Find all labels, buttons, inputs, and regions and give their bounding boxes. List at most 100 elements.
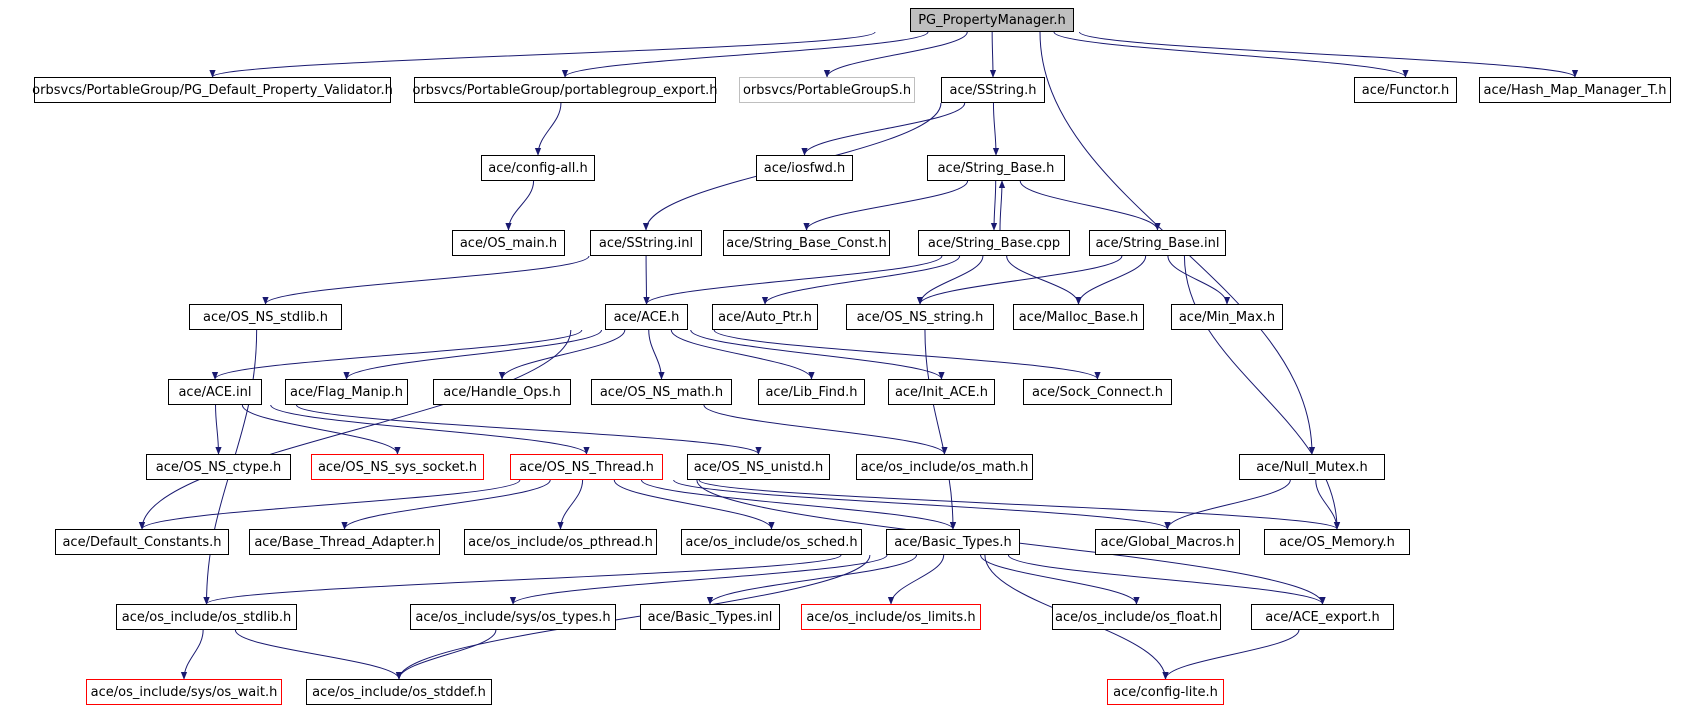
node-ace-string-base-inl[interactable]: ace/String_Base.inl	[1089, 230, 1226, 256]
node-ace-os-main-h[interactable]: ace/OS_main.h	[452, 230, 565, 256]
edge-ace-string-base-inl-to-ace-os-memory-h	[1183, 255, 1341, 530]
node-ace-os-memory-h[interactable]: ace/OS_Memory.h	[1264, 529, 1410, 555]
edge-pg-propertymanager-h-to-orbsvcs-portablegroup-pg-default-property-validator-h	[209, 31, 876, 78]
edge-ace-string-base-h-to-ace-string-base-inl	[1019, 180, 1161, 231]
edge-ace-string-base-inl-to-ace-os-ns-string-h	[916, 255, 1123, 305]
node-ace-os-include-os-sched-h[interactable]: ace/os_include/os_sched.h	[681, 529, 862, 555]
edge-ace-ace-h-to-ace-ace-inl	[211, 329, 583, 380]
node-ace-flag-manip-h[interactable]: ace/Flag_Manip.h	[285, 379, 408, 405]
node-ace-os-include-os-float-h[interactable]: ace/os_include/os_float.h	[1052, 604, 1221, 630]
node-ace-os-include-sys-os-types-h[interactable]: ace/os_include/sys/os_types.h	[410, 604, 616, 630]
edge-ace-basic-types-h-to-ace-os-include-os-limits-h	[887, 554, 945, 605]
node-ace-min-max-h[interactable]: ace/Min_Max.h	[1171, 304, 1283, 330]
node-pg-propertymanager-h[interactable]: PG_PropertyManager.h	[910, 8, 1074, 32]
edge-ace-basic-types-h-to-ace-os-include-os-float-h	[980, 554, 1140, 605]
edge-ace-config-all-h-to-ace-os-main-h	[505, 180, 535, 231]
edge-ace-string-base-inl-to-ace-min-max-h	[1167, 255, 1231, 305]
node-ace-os-include-sys-os-wait-h[interactable]: ace/os_include/sys/os_wait.h	[86, 679, 282, 705]
node-ace-sock-connect-h[interactable]: ace/Sock_Connect.h	[1023, 379, 1172, 405]
edge-ace-os-ns-thread-h-to-ace-os-memory-h	[698, 479, 1340, 530]
edge-ace-sstring-inl-to-ace-os-ns-stdlib-h	[262, 255, 590, 305]
edge-ace-ace-h-to-ace-flag-manip-h	[343, 329, 602, 380]
edge-pg-propertymanager-h-to-ace-hash-map-manager-t-h	[1078, 31, 1579, 78]
node-ace-lib-find-h[interactable]: ace/Lib_Find.h	[758, 379, 865, 405]
node-ace-os-include-os-stddef-h[interactable]: ace/os_include/os_stddef.h	[306, 679, 492, 705]
node-ace-string-base-cpp[interactable]: ace/String_Base.cpp	[918, 230, 1070, 256]
edge-ace-ace-h-to-ace-handle-ops-h	[498, 329, 626, 380]
node-ace-sstring-inl[interactable]: ace/SString.inl	[590, 230, 702, 256]
node-orbsvcs-portablegroup-pg-default-property-validator-h[interactable]: orbsvcs/PortableGroup/PG_Default_Propert…	[32, 77, 393, 103]
edge-ace-null-mutex-h-to-ace-global-macros-h	[1164, 479, 1291, 530]
edge-ace-os-include-sys-os-types-h-to-ace-os-include-os-stddef-h	[395, 629, 497, 680]
node-ace-base-thread-adapter-h[interactable]: ace/Base_Thread_Adapter.h	[249, 529, 440, 555]
edge-ace-sstring-h-to-ace-string-base-h	[992, 102, 1000, 156]
edge-ace-ace-h-to-ace-os-ns-math-h	[648, 329, 665, 380]
node-ace-config-all-h[interactable]: ace/config-all.h	[481, 155, 595, 181]
edge-ace-sstring-h-to-ace-iosfwd-h	[801, 102, 966, 156]
node-ace-null-mutex-h[interactable]: ace/Null_Mutex.h	[1239, 454, 1385, 480]
node-ace-default-constants-h[interactable]: ace/Default_Constants.h	[55, 529, 229, 555]
edge-ace-basic-types-h-to-ace-os-include-os-stdlib-h	[203, 554, 842, 605]
edge-ace-os-include-os-stdlib-h-to-ace-os-include-sys-os-wait-h	[180, 629, 204, 680]
node-ace-config-lite-h[interactable]: ace/config-lite.h	[1107, 679, 1224, 705]
node-ace-ace-export-h[interactable]: ace/ACE_export.h	[1251, 604, 1394, 630]
edge-ace-string-base-h-to-ace-string-base-const-h	[803, 180, 969, 231]
node-ace-os-include-os-limits-h[interactable]: ace/os_include/os_limits.h	[801, 604, 981, 630]
edge-ace-string-base-cpp-to-ace-string-base-h	[998, 180, 1006, 231]
edge-ace-basic-types-h-to-ace-basic-types-inl	[706, 554, 918, 605]
node-ace-os-ns-sys-socket-h[interactable]: ace/OS_NS_sys_socket.h	[311, 454, 484, 480]
edge-pg-propertymanager-h-to-orbsvcs-portablegroups-h	[823, 31, 968, 78]
node-ace-iosfwd-h[interactable]: ace/iosfwd.h	[756, 155, 853, 181]
node-ace-ace-inl[interactable]: ace/ACE.inl	[168, 379, 262, 405]
node-orbsvcs-portablegroup-portablegroup-export-h[interactable]: orbsvcs/PortableGroup/portablegroup_expo…	[412, 77, 718, 103]
edge-ace-string-base-h-to-ace-string-base-cpp	[990, 180, 998, 231]
edge-ace-os-include-os-stdlib-h-to-ace-os-include-os-stddef-h	[234, 629, 403, 680]
edge-ace-ace-h-to-ace-default-constants-h	[138, 329, 572, 530]
node-ace-global-macros-h[interactable]: ace/Global_Macros.h	[1095, 529, 1240, 555]
edge-pg-propertymanager-h-to-ace-functor-h	[1053, 31, 1409, 78]
node-ace-hash-map-manager-t-h[interactable]: ace/Hash_Map_Manager_T.h	[1479, 77, 1671, 103]
edge-ace-os-ns-math-h-to-ace-os-include-os-math-h	[703, 404, 948, 455]
node-ace-os-ns-math-h[interactable]: ace/OS_NS_math.h	[591, 379, 732, 405]
edge-ace-ace-export-h-to-ace-config-lite-h	[1162, 629, 1300, 680]
edge-ace-ace-h-to-ace-lib-find-h	[670, 329, 815, 380]
node-ace-auto-ptr-h[interactable]: ace/Auto_Ptr.h	[712, 304, 818, 330]
edge-ace-basic-types-h-to-ace-os-include-os-stddef-h	[395, 554, 871, 680]
edge-ace-os-ns-thread-h-to-ace-base-thread-adapter-h	[341, 479, 551, 530]
node-ace-string-base-h[interactable]: ace/String_Base.h	[927, 155, 1065, 181]
node-ace-basic-types-h[interactable]: ace/Basic_Types.h	[886, 529, 1020, 555]
edge-ace-os-ns-thread-h-to-ace-default-constants-h	[138, 479, 521, 530]
edge-orbsvcs-portablegroup-portablegroup-export-h-to-ace-config-all-h	[534, 102, 562, 156]
edge-ace-ace-inl-to-ace-os-ns-sys-socket-h	[241, 404, 401, 455]
node-ace-os-ns-thread-h[interactable]: ace/OS_NS_Thread.h	[510, 454, 663, 480]
edge-ace-string-base-cpp-to-ace-ace-h	[643, 255, 943, 305]
node-ace-string-base-const-h[interactable]: ace/String_Base_Const.h	[723, 230, 890, 256]
node-ace-ace-h[interactable]: ace/ACE.h	[605, 304, 688, 330]
edge-ace-null-mutex-h-to-ace-os-memory-h	[1315, 479, 1341, 530]
edge-pg-propertymanager-h-to-ace-sstring-h	[989, 31, 997, 78]
node-ace-os-ns-stdlib-h[interactable]: ace/OS_NS_stdlib.h	[189, 304, 342, 330]
node-ace-handle-ops-h[interactable]: ace/Handle_Ops.h	[433, 379, 571, 405]
edge-ace-ace-h-to-ace-sock-connect-h	[713, 329, 1101, 380]
node-ace-os-include-os-pthread-h[interactable]: ace/os_include/os_pthread.h	[464, 529, 657, 555]
node-ace-basic-types-inl[interactable]: ace/Basic_Types.inl	[640, 604, 780, 630]
node-ace-init-ace-h[interactable]: ace/Init_ACE.h	[888, 379, 995, 405]
node-ace-os-ns-unistd-h[interactable]: ace/OS_NS_unistd.h	[687, 454, 830, 480]
edge-ace-string-base-inl-to-ace-malloc-base-h	[1075, 255, 1147, 305]
edge-ace-basic-types-h-to-ace-ace-export-h	[1007, 554, 1326, 605]
edge-ace-basic-types-h-to-ace-os-include-sys-os-types-h	[509, 554, 888, 605]
edge-ace-ace-h-to-ace-init-ace-h	[690, 329, 945, 380]
node-ace-os-include-os-stdlib-h[interactable]: ace/os_include/os_stdlib.h	[116, 604, 297, 630]
node-ace-os-include-os-math-h[interactable]: ace/os_include/os_math.h	[856, 454, 1033, 480]
node-ace-sstring-h[interactable]: ace/SString.h	[941, 77, 1045, 103]
node-ace-functor-h[interactable]: ace/Functor.h	[1354, 77, 1457, 103]
node-ace-malloc-base-h[interactable]: ace/Malloc_Base.h	[1013, 304, 1144, 330]
edge-ace-string-base-cpp-to-ace-auto-ptr-h	[761, 255, 961, 305]
node-orbsvcs-portablegroups-h[interactable]: orbsvcs/PortableGroupS.h	[739, 77, 915, 103]
edge-ace-ace-inl-to-ace-os-ns-thread-h	[270, 404, 590, 455]
node-ace-os-ns-string-h[interactable]: ace/OS_NS_string.h	[846, 304, 994, 330]
edge-pg-propertymanager-h-to-orbsvcs-portablegroup-portablegroup-export-h	[561, 31, 929, 78]
node-ace-os-ns-ctype-h[interactable]: ace/OS_NS_ctype.h	[146, 454, 291, 480]
